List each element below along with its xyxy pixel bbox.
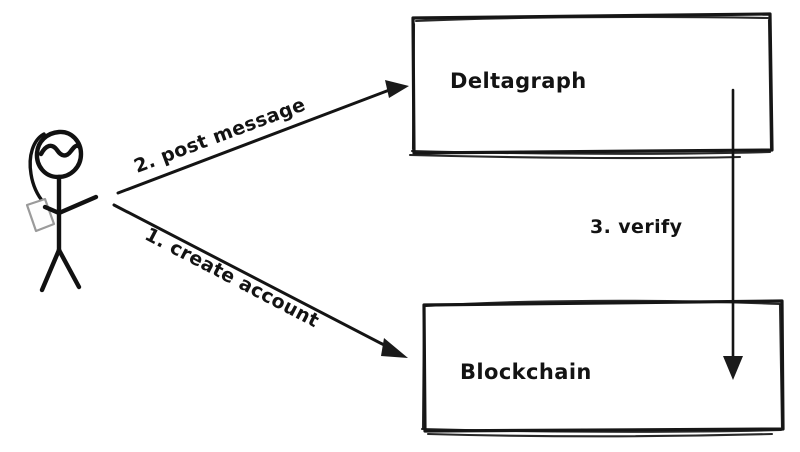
edge-verify[interactable] <box>723 88 743 380</box>
edge-create-account-label: 1. create account <box>141 223 323 332</box>
phone-icon <box>25 197 56 233</box>
edge-post-message-label: 2. post message <box>131 94 309 178</box>
edge-verify-label: 3. verify <box>590 216 683 238</box>
edge-create-account[interactable] <box>112 203 408 358</box>
node-deltagraph[interactable] <box>408 12 774 160</box>
node-deltagraph-label: Deltagraph <box>450 69 587 93</box>
edge-post-message[interactable] <box>116 80 409 195</box>
node-blockchain-label: Blockchain <box>460 360 592 384</box>
stick-figure-user[interactable] <box>25 129 99 293</box>
